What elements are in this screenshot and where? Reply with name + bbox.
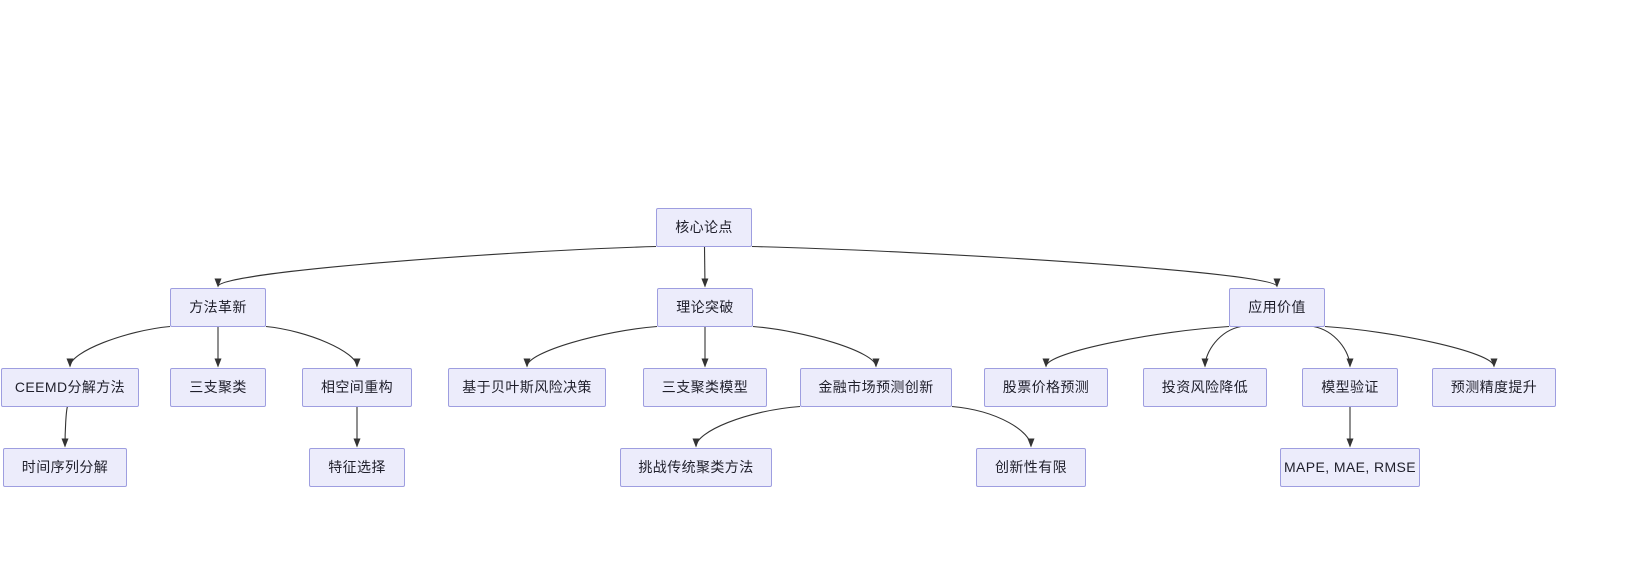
node-l2b[interactable]: 理论突破 bbox=[657, 287, 753, 327]
node-l3a3[interactable]: 相空间重构 bbox=[302, 367, 412, 407]
node-l2c[interactable]: 应用价值 bbox=[1229, 287, 1325, 327]
node-label: CEEMD分解方法 bbox=[14, 379, 126, 395]
edge-l2b-to-l3b1 bbox=[523, 325, 658, 368]
node-label: 创新性有限 bbox=[995, 459, 1067, 475]
node-l2a[interactable]: 方法革新 bbox=[170, 287, 266, 327]
node-label: 特征选择 bbox=[328, 459, 386, 475]
node-label: 相空间重构 bbox=[321, 379, 393, 395]
node-label: 方法革新 bbox=[189, 299, 247, 315]
node-label: 预测精度提升 bbox=[1450, 379, 1538, 395]
edge-l2c-to-l3c4 bbox=[1324, 325, 1498, 368]
node-l3c4[interactable]: 预测精度提升 bbox=[1432, 367, 1556, 407]
node-l4e[interactable]: MAPE, MAE, RMSE bbox=[1280, 447, 1420, 487]
node-label: 模型验证 bbox=[1321, 379, 1379, 395]
edge-root-to-l2b bbox=[701, 246, 709, 288]
edge-l3b3-to-l4d bbox=[951, 405, 1035, 448]
edge-l2a-to-l3a3 bbox=[265, 325, 361, 368]
node-label: 投资风险降低 bbox=[1161, 379, 1249, 395]
node-label: 核心论点 bbox=[675, 219, 733, 235]
node-l3c3[interactable]: 模型验证 bbox=[1302, 367, 1398, 407]
edge-l2c-to-l3c1 bbox=[1042, 325, 1230, 368]
edge-l2c-to-l3c2 bbox=[1201, 325, 1242, 368]
edge-l3a1-to-l4a bbox=[61, 406, 69, 448]
edge-l3b3-to-l4c bbox=[692, 405, 801, 448]
node-l4d[interactable]: 创新性有限 bbox=[976, 447, 1086, 487]
edge-l2b-to-l3b3 bbox=[752, 325, 880, 368]
node-label: 挑战传统聚类方法 bbox=[638, 459, 754, 475]
edge-l2c-to-l3c3 bbox=[1313, 325, 1354, 368]
node-label: 股票价格预测 bbox=[1002, 379, 1090, 395]
node-l3c2[interactable]: 投资风险降低 bbox=[1143, 367, 1267, 407]
node-l3a2[interactable]: 三支聚类 bbox=[170, 367, 266, 407]
edge-l2a-to-l3a1 bbox=[66, 325, 171, 368]
node-label: 时间序列分解 bbox=[21, 459, 109, 475]
node-l3a1[interactable]: CEEMD分解方法 bbox=[1, 367, 139, 407]
node-label: 基于贝叶斯风险决策 bbox=[462, 379, 592, 395]
node-label: 金融市场预测创新 bbox=[818, 379, 934, 395]
node-l4b[interactable]: 特征选择 bbox=[309, 447, 405, 487]
edge-root-to-l2c bbox=[751, 245, 1281, 288]
node-l4a[interactable]: 时间序列分解 bbox=[3, 447, 127, 487]
edges-group bbox=[61, 245, 1498, 448]
node-l3b1[interactable]: 基于贝叶斯风险决策 bbox=[448, 367, 606, 407]
node-l3b2[interactable]: 三支聚类模型 bbox=[643, 367, 767, 407]
node-l3c1[interactable]: 股票价格预测 bbox=[984, 367, 1108, 407]
node-label: 三支聚类模型 bbox=[661, 379, 749, 395]
edge-root-to-l2a bbox=[214, 245, 657, 288]
node-root[interactable]: 核心论点 bbox=[656, 207, 752, 247]
node-label: 三支聚类 bbox=[189, 379, 247, 395]
node-label: MAPE, MAE, RMSE bbox=[1283, 459, 1417, 475]
node-label: 理论突破 bbox=[676, 299, 734, 315]
node-l4c[interactable]: 挑战传统聚类方法 bbox=[620, 447, 772, 487]
node-label: 应用价值 bbox=[1248, 299, 1306, 315]
node-l3b3[interactable]: 金融市场预测创新 bbox=[800, 367, 952, 407]
